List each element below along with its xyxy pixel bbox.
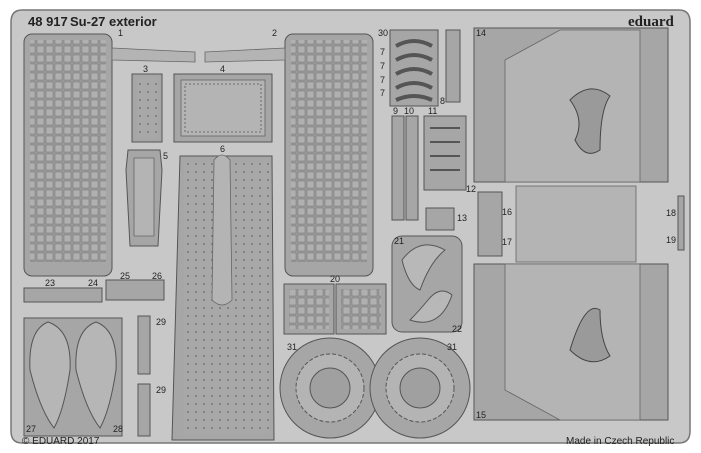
- part-13: [425, 207, 455, 231]
- part-label-19: 19: [666, 235, 676, 245]
- brand-logo: eduard: [628, 14, 675, 30]
- part-label-18: 18: [666, 208, 676, 218]
- part-label-7: 7: [380, 47, 385, 57]
- part-label-27: 27: [26, 424, 36, 434]
- part-label-13: 13: [457, 213, 467, 223]
- part-label-29: 29: [156, 385, 166, 395]
- part-label-11: 11: [428, 106, 437, 116]
- part-label-21: 21: [394, 236, 404, 246]
- part-label-8: 8: [440, 96, 445, 106]
- copyright-text: © EDUARD 2017: [22, 436, 100, 447]
- set-title-number: 48 917: [28, 14, 68, 29]
- part-label-14: 14: [476, 28, 486, 38]
- part-label-7: 7: [380, 88, 385, 98]
- part-label-6: 6: [220, 144, 225, 154]
- part-18-19: [677, 195, 685, 251]
- part-label-16: 16: [502, 207, 512, 217]
- part-9: [391, 115, 405, 221]
- part-label-3: 3: [143, 64, 148, 74]
- part-label-15: 15: [476, 410, 486, 420]
- part-label-2: 2: [272, 28, 277, 38]
- set-title: Su-27 exterior: [70, 14, 157, 29]
- part-29b: [137, 383, 151, 437]
- part-25-26: [105, 279, 165, 301]
- part-label-9: 9: [393, 106, 398, 116]
- part-31b: [369, 337, 471, 439]
- part-label-7: 7: [380, 75, 385, 85]
- part-label-31: 31: [287, 342, 297, 352]
- part-8: [445, 29, 461, 103]
- part-label-24: 24: [88, 278, 98, 288]
- part-label-28: 28: [113, 424, 123, 434]
- part-23-24: [23, 287, 103, 303]
- part-16-17: [477, 191, 503, 257]
- part-label-26: 26: [152, 271, 162, 281]
- part-label-23: 23: [45, 278, 55, 288]
- part-label-31: 31: [447, 342, 457, 352]
- part-label-29: 29: [156, 317, 166, 327]
- part-2: [204, 33, 374, 277]
- part-31a: [279, 337, 381, 439]
- part-label-10: 10: [404, 106, 414, 116]
- part-label-1: 1: [118, 28, 123, 38]
- part-label-5: 5: [163, 151, 168, 161]
- part-label-22: 22: [452, 324, 462, 334]
- part-10: [405, 115, 419, 221]
- part-label-30: 30: [378, 28, 388, 38]
- part-label-7: 7: [380, 61, 385, 71]
- part-label-17: 17: [502, 237, 512, 247]
- part-label-25: 25: [120, 271, 130, 281]
- part-label-12: 12: [466, 184, 476, 194]
- part-label-4: 4: [220, 64, 225, 74]
- part-label-20: 20: [330, 274, 340, 284]
- part-1: [23, 33, 196, 277]
- part-29a: [137, 315, 151, 375]
- origin-text: Made in Czech Republic: [566, 436, 674, 447]
